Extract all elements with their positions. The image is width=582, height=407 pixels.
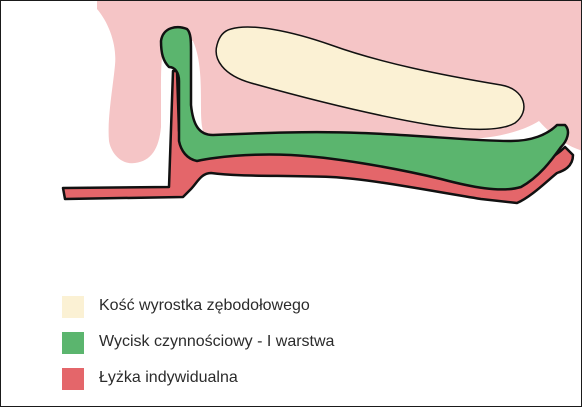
legend-label-tray: Łyżka indywidualna — [99, 369, 238, 387]
legend-label-impression: Wycisk czynnościowy - I warstwa — [99, 333, 334, 351]
legend-swatch-bone — [62, 296, 84, 318]
legend-swatch-tray — [62, 368, 84, 390]
legend-label-bone: Kość wyrostka zębodołowego — [99, 297, 310, 315]
legend-swatch-impression — [62, 332, 84, 354]
